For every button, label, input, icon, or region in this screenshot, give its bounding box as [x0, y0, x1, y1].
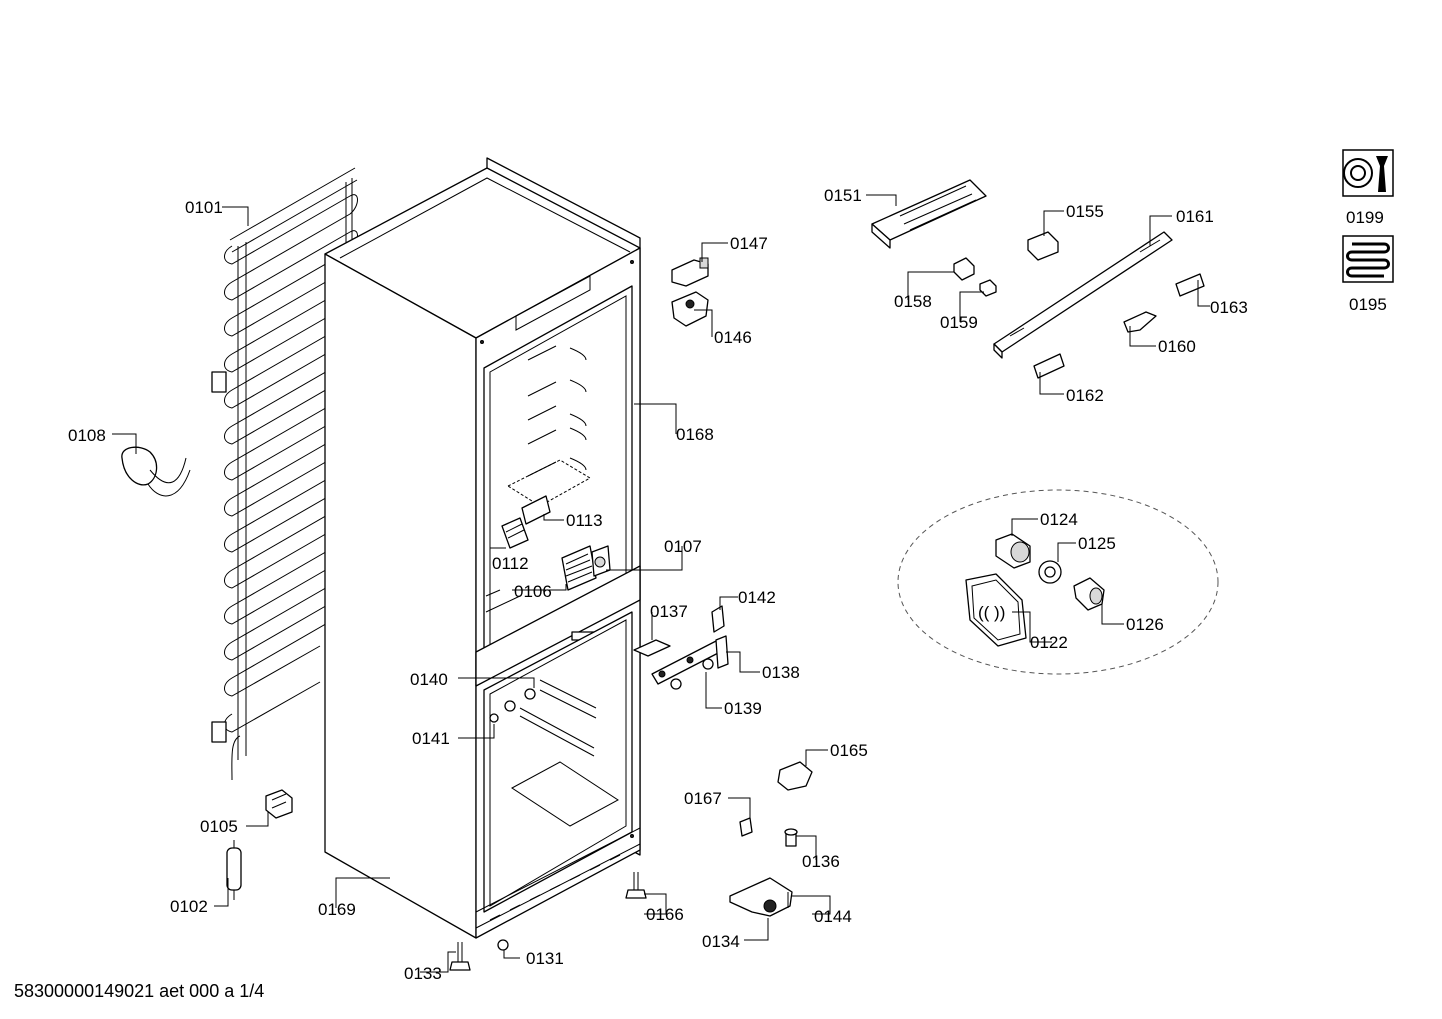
- label-0105: 0105: [200, 817, 238, 836]
- label-0169: 0169: [318, 900, 356, 919]
- hinge-0147: [671, 257, 709, 287]
- lamp-cover-0122: (( )): [965, 573, 1027, 647]
- label-0160: 0160: [1158, 337, 1196, 356]
- label-0113: 0113: [566, 511, 603, 530]
- lamp-assembly-group: (( )): [897, 489, 1219, 675]
- label-0133: 0133: [404, 964, 442, 983]
- clip-0167: [739, 817, 753, 837]
- screw-0136: [784, 828, 798, 847]
- label-0107: 0107: [664, 537, 702, 556]
- svg-text:(( )): (( )): [978, 603, 1005, 622]
- part-labels: 0101 0108 0105 0102 0169 0133 0131 0147 …: [68, 186, 1387, 983]
- foot-0166: [625, 872, 647, 899]
- label-0126: 0126: [1126, 615, 1164, 634]
- label-0124: 0124: [1040, 510, 1078, 529]
- document-id: 58300000149021 aet 000 a 1/4: [14, 981, 265, 1001]
- fridge-cabinet: [324, 157, 641, 939]
- clip-0160: [1123, 311, 1157, 333]
- foot-0133: [449, 942, 471, 971]
- hinge-cover-0137: [633, 639, 671, 657]
- label-0141: 0141: [412, 729, 450, 748]
- label-0101: 0101: [185, 198, 223, 217]
- lamp-socket-0124: [995, 533, 1031, 569]
- control-0106: [561, 545, 597, 591]
- clip-0105: [265, 789, 293, 819]
- label-0161: 0161: [1176, 207, 1214, 226]
- display-bar-0161: [993, 231, 1173, 359]
- connector-0159: [979, 279, 997, 297]
- label-0131: 0131: [526, 949, 564, 968]
- connector-0155: [1027, 231, 1059, 261]
- label-0134: 0134: [702, 932, 740, 951]
- sensor-0112: [501, 517, 529, 549]
- label-0163: 0163: [1210, 298, 1248, 317]
- label-0142: 0142: [738, 588, 776, 607]
- hinge-0138: [651, 635, 729, 685]
- label-0122: 0122: [1030, 633, 1068, 652]
- label-0106: 0106: [514, 582, 552, 601]
- connector-0158: [953, 257, 975, 281]
- label-0151: 0151: [824, 186, 862, 205]
- bottom-hinge-0134: [729, 877, 793, 917]
- switch-0165: [777, 761, 813, 791]
- label-0162: [1033, 353, 1065, 379]
- label-0146: 0146: [714, 328, 752, 347]
- label-0155: 0155: [1066, 202, 1104, 221]
- label-0167: 0167: [684, 789, 722, 808]
- label-0125: 0125: [1078, 534, 1116, 553]
- label-0139: 0139: [724, 699, 762, 718]
- valve-0140: [489, 688, 536, 723]
- label-0102: 0102: [170, 897, 208, 916]
- condenser-coil: [211, 167, 358, 781]
- label-0147: 0147: [730, 234, 768, 253]
- compressor-relay-0108: [121, 446, 191, 497]
- label-0165: 0165: [830, 741, 868, 760]
- label-0112: 0112: [492, 554, 529, 573]
- label-0199: 0199: [1346, 208, 1384, 227]
- drier-0102: [226, 840, 242, 900]
- label-0195: 0195: [1349, 295, 1387, 314]
- label-0158: 0158: [894, 292, 932, 311]
- pin-0142: [711, 605, 725, 633]
- heater-coil-icon: [1342, 235, 1394, 283]
- leader-lines: [112, 194, 1210, 973]
- label-0166: 0166: [646, 905, 684, 924]
- bulb-0126: [1073, 577, 1105, 611]
- ring-0125: [1038, 560, 1062, 584]
- hinge-0146: [671, 291, 709, 327]
- label-0162: 0162: [1066, 386, 1104, 405]
- label-0144: 0144: [814, 907, 852, 926]
- control-board-0151: [871, 179, 987, 249]
- label-0137: 0137: [650, 602, 688, 621]
- fan-0113: [521, 495, 551, 525]
- service-wrench-icon: [1342, 149, 1394, 197]
- label-0159: 0159: [940, 313, 978, 332]
- label-0140: 0140: [410, 670, 448, 689]
- bushing-0139: [670, 658, 714, 690]
- label-0168: 0168: [676, 425, 714, 444]
- label-0138: 0138: [762, 663, 800, 682]
- lamp-0107: [591, 545, 611, 577]
- label-0108: 0108: [68, 426, 106, 445]
- label-0136: 0136: [802, 852, 840, 871]
- plug-0131: [497, 939, 509, 951]
- label-0163: [1175, 273, 1205, 297]
